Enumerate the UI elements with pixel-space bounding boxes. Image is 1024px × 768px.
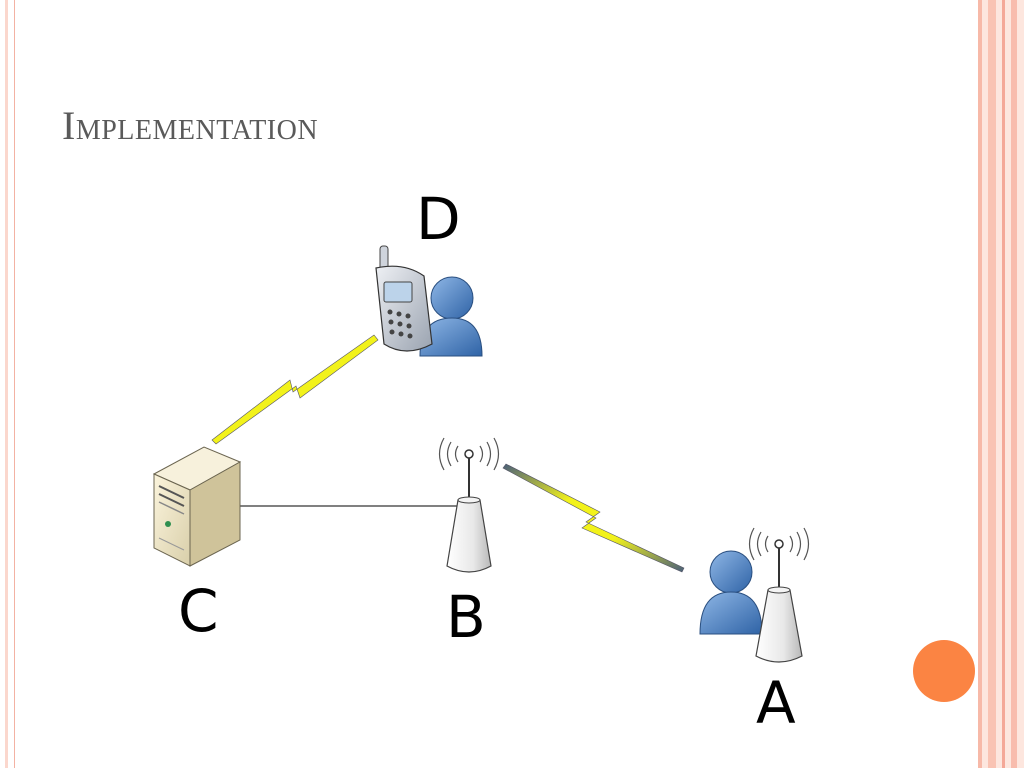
node-label-d: D [416,185,461,253]
wireless-link-b-a [502,463,685,573]
node-label-c: C [178,577,219,645]
left-border-decoration [0,0,15,768]
right-border-decoration [978,0,1024,768]
slide-title: Implementation [62,103,319,148]
wireless-access-point-icon [438,437,500,573]
user-with-access-point-icon [699,527,810,663]
server-icon [152,446,242,567]
node-label-a: A [756,669,796,737]
user-with-mobile-phone-icon [375,245,483,357]
accent-circle [913,640,975,702]
wireless-link-c-d [211,334,379,445]
node-label-b: B [446,583,486,651]
